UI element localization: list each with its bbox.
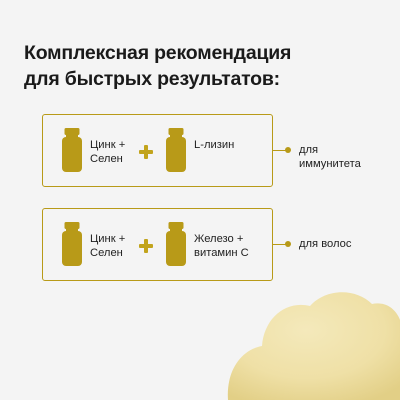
result-label-hair: для волос <box>299 238 352 250</box>
combo-card-immunity: Цинк + Селен L-лизин <box>42 114 273 187</box>
title-line-1: Комплексная рекомендация <box>24 42 292 64</box>
result-label-immunity: для иммунитета <box>299 144 361 170</box>
connector-line <box>273 244 287 245</box>
product-a-label: Цинк + Селен <box>90 233 126 259</box>
combo-card-hair: Цинк + Селен Железо + витамин С <box>42 208 273 281</box>
bullet-dot-icon <box>285 241 291 247</box>
supplement-jar-icon <box>62 222 82 266</box>
bullet-dot-icon <box>285 147 291 153</box>
product-b-label: Железо + витамин С <box>194 233 249 259</box>
supplement-jar-icon <box>166 128 186 172</box>
product-a-label: Цинк + Селен <box>90 139 126 165</box>
plus-icon <box>139 145 153 159</box>
product-b-label: L-лизин <box>194 139 235 151</box>
connector-line <box>273 150 287 151</box>
supplement-jar-icon <box>166 222 186 266</box>
page-title: Комплексная рекомендация для быстрых рез… <box>24 40 344 92</box>
plus-icon <box>139 239 153 253</box>
title-line-2: для быстрых результатов: <box>24 68 280 90</box>
supplement-jar-icon <box>62 128 82 172</box>
